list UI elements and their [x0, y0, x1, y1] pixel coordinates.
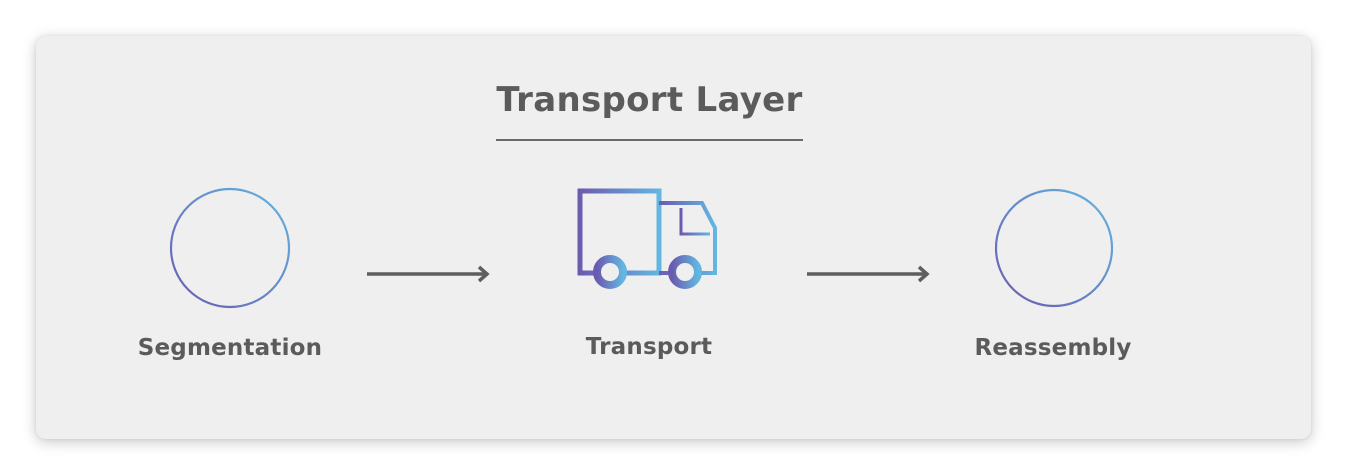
title-underline — [496, 139, 803, 141]
stage-label-segmentation: Segmentation — [137, 335, 323, 361]
stage-label-transport: Transport — [585, 334, 713, 360]
truck-icon — [577, 188, 717, 289]
circle-icon — [994, 188, 1114, 308]
arrow-right-icon — [807, 265, 930, 283]
diagram-title: Transport Layer — [496, 80, 803, 120]
segmented-circle-icon — [169, 187, 291, 309]
arrow-right-icon — [367, 265, 490, 283]
diagram-card: Transport Layer Segmentation — [36, 36, 1311, 439]
stage-label-reassembly: Reassembly — [974, 335, 1132, 361]
